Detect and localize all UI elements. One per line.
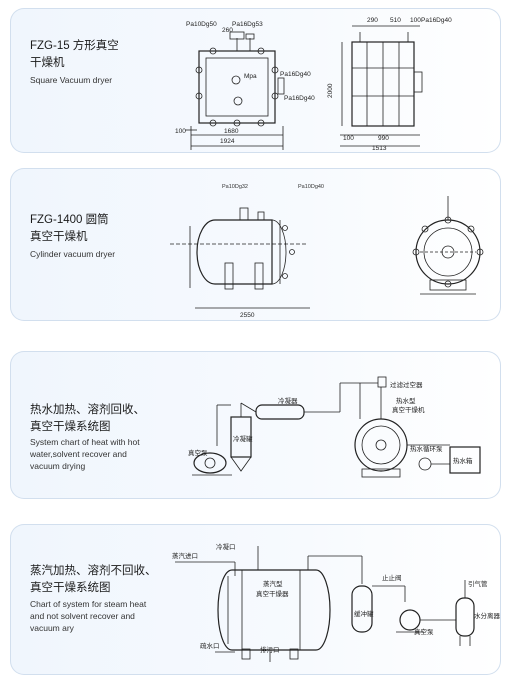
label-dryer-line1: 热水型: [396, 396, 416, 405]
label-pa16dg53: Pa16Dg53: [232, 21, 263, 28]
square-dryer-drawing: Pa10Dg50 Pa16Dg53 260 Mpa Pa16Dg40 Pa16D…: [175, 17, 452, 152]
label-290: 290: [367, 17, 378, 24]
label-2000: 2000: [327, 83, 334, 98]
label-pa16dg40-a: Pa16Dg40: [280, 71, 311, 78]
panel-subtitle: Square Vacuum dryer: [30, 75, 113, 85]
label-separator: 水分离器: [474, 611, 501, 620]
label-receiver: 冷凝罐: [233, 434, 253, 443]
panel-title: FZG-1400 圆筒: [30, 214, 109, 226]
label-100: 100: [175, 128, 186, 135]
label-dryer-line2: 真空干燥机: [392, 405, 425, 414]
label-1513: 1513: [372, 145, 387, 152]
panel-subtitle: Cylinder vacuum dryer: [30, 249, 116, 259]
panel-steam-system: 蒸汽加热、溶剂不回收、 真空干燥系统图 Chart of system for …: [10, 524, 501, 675]
label-100-c: 100: [343, 135, 354, 142]
label-pa16dg40-b: Pa16Dg40: [284, 95, 315, 102]
label-drain: 疏水口: [200, 641, 220, 650]
panel-title: 蒸汽加热、溶剂不回收、: [30, 565, 157, 577]
panel-hot-water-system: 热水加热、溶剂回收、 真空干燥系统图 System chart of heat …: [10, 351, 501, 499]
label-vacuum-pump: 真空泵: [188, 448, 208, 457]
panel-subtitle-1: Chart of system for steam heat: [30, 599, 147, 609]
panel-title-line2: 真空干燥机: [30, 231, 88, 243]
panel-title: 热水加热、溶剂回收、: [30, 404, 145, 416]
panel-subtitle-3: vacuum drying: [30, 461, 86, 471]
panel-subtitle-3: vacuum ary: [30, 623, 74, 633]
label-1680: 1680: [224, 128, 239, 135]
label-2550: 2550: [240, 312, 255, 319]
label-filter: 过滤过空器: [390, 380, 423, 389]
cylinder-dryer-drawing: Pa10Dg32 Pa10Dg40 2550: [170, 184, 484, 319]
label-vacuum-pump: 真空泵: [414, 627, 434, 636]
panel-square-dryer: FZG-15 方形真空 干燥机 Square Vacuum dryer Pa10…: [10, 8, 501, 153]
label-water-pump: 热水循环泵: [410, 444, 443, 453]
label-pa10dg50: Pa10Dg50: [186, 21, 217, 28]
label-dryer-line1: 蒸汽型: [263, 579, 283, 588]
label-sewage: 排污口: [260, 645, 280, 654]
panel-title-line2: 真空干燥系统图: [30, 421, 111, 433]
panel-subtitle-2: and not solvent recover and: [30, 611, 135, 621]
label-vent: 冷凝口: [216, 542, 236, 551]
label-buffer-tank: 缓冲罐: [354, 609, 374, 618]
label-260: 260: [222, 27, 233, 34]
label-100-b: 100: [410, 17, 421, 24]
label-510: 510: [390, 17, 401, 24]
label-mpa: Mpa: [244, 73, 257, 80]
panel-title-line2: 干燥机: [30, 57, 65, 69]
label-pa16dg40-c: Pa16Dg40: [421, 17, 452, 24]
label-water-tank: 热水箱: [453, 456, 473, 465]
label-stop-valve: 止止阀: [382, 573, 402, 582]
panel-subtitle-1: System chart of heat with hot: [30, 437, 140, 447]
hot-water-system-drawing: 冷凝器 冷凝罐 真空泵 过滤过空器 热水型 真空干燥机 热水循环泵 热水箱: [188, 376, 481, 478]
svg-text:Pa10Dg32: Pa10Dg32: [222, 184, 248, 190]
panel-cylinder-dryer: FZG-1400 圆筒 真空干燥机 Cylinder vacuum dryer …: [10, 168, 501, 321]
steam-system-drawing: 蒸汽进口 冷凝口 蒸汽型 真空干燥器 疏水口 排污口 缓冲罐 止止阀 真空泵: [172, 542, 501, 662]
panel-title: FZG-15 方形真空: [30, 40, 119, 52]
panel-subtitle-2: water,solvent recover and: [30, 449, 127, 459]
label-990: 990: [378, 135, 389, 142]
label-condenser: 冷凝器: [278, 396, 298, 405]
panel-title-line2: 真空干燥系统图: [30, 582, 111, 594]
label-dryer-line2: 真空干燥器: [256, 589, 289, 598]
label-steam-in: 蒸汽进口: [172, 551, 198, 560]
svg-text:Pa10Dg40: Pa10Dg40: [298, 184, 324, 190]
label-1924: 1924: [220, 138, 235, 145]
label-lead-gauge: 引气管: [468, 579, 488, 588]
